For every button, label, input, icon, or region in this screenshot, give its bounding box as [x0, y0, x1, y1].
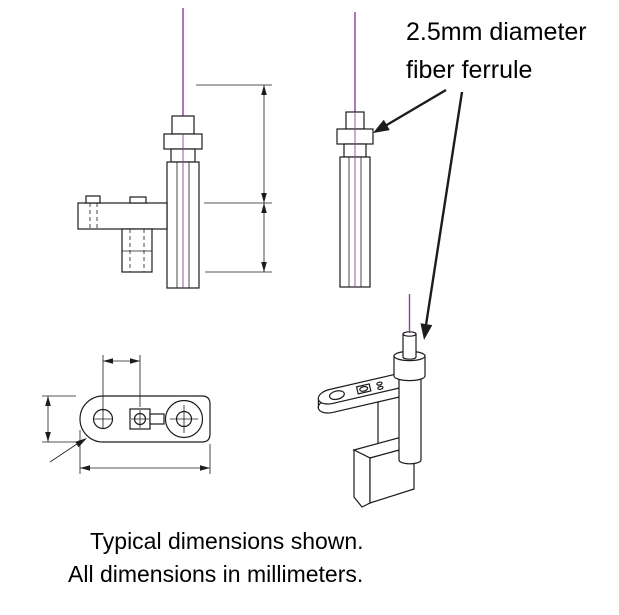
isometric-view [317, 294, 426, 508]
ferrule-body-iso [398, 375, 422, 465]
callout: 2.5mm diameter fiber ferrule [373, 18, 587, 340]
caption-line-1: Typical dimensions shown. [90, 528, 364, 554]
bracket-front [77, 195, 168, 273]
dim-arrow [261, 193, 267, 203]
dim-arrow [45, 396, 51, 406]
dim-arrow [261, 262, 267, 272]
ferrule-flange-iso [393, 355, 426, 382]
bracket-block-front [121, 228, 153, 273]
callout-arrow-to-iso-view [424, 91, 464, 326]
callout-arrow-to-side-view [384, 88, 447, 128]
callout-line-1: 2.5mm diameter [406, 18, 587, 46]
front-view [77, 8, 272, 289]
ferrule-iso [393, 294, 426, 465]
caption: Typical dimensions shown. All dimensions… [68, 528, 364, 587]
dim-arrow [261, 203, 267, 213]
dim-arrow [261, 85, 267, 95]
callout-arrowhead-2 [420, 323, 433, 340]
callout-arrowhead-1 [373, 119, 390, 133]
ferrule-tip-iso [402, 333, 417, 360]
leader-arrow [75, 438, 87, 448]
clamp-screw-front [129, 196, 147, 204]
dim-arrow [130, 358, 140, 364]
dim-arrow [200, 465, 210, 471]
bracket-arm-front [77, 202, 168, 230]
front-view-dimensions [196, 84, 272, 273]
callout-line-2: fiber ferrule [406, 56, 532, 84]
plan-view [42, 355, 211, 474]
dim-arrow [103, 358, 113, 364]
plan-view-dimensions [42, 355, 211, 474]
mount-hole-iso [329, 389, 345, 400]
caption-line-2: All dimensions in millimeters. [68, 561, 363, 587]
ferrule-tip-front [171, 115, 195, 135]
dim-arrow [80, 465, 90, 471]
dim-arrow [45, 432, 51, 442]
side-view [336, 12, 374, 288]
